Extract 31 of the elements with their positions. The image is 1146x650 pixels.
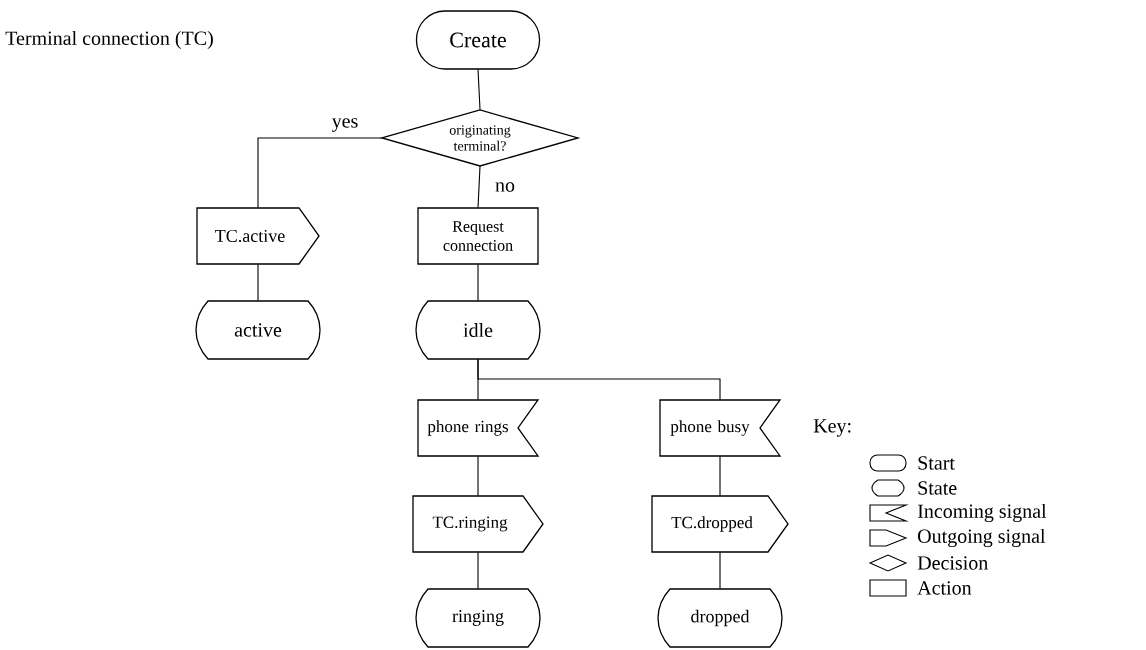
state-box: idle	[415, 300, 541, 360]
connector-line	[719, 551, 721, 590]
outgoing-signal: TC.active	[196, 207, 320, 265]
state-box: active	[195, 300, 321, 360]
legend-text: Outgoing signal	[918, 528, 1046, 548]
diagram-title: Terminal connection (TC)	[5, 30, 213, 50]
legend-text: State	[918, 481, 957, 495]
connector-line	[257, 137, 383, 209]
edge-label: no	[494, 181, 516, 193]
state-box: ringing	[415, 588, 541, 648]
state-box: dropped	[657, 588, 783, 648]
process-box: Request connection	[417, 207, 539, 265]
connector-line	[477, 551, 479, 590]
outgoing-signal: TC.ringing	[412, 495, 544, 553]
key-heading: Key:	[813, 419, 851, 437]
incoming-signal: phone rings	[417, 399, 540, 457]
connector-line	[477, 263, 479, 302]
edge-label: yes	[330, 117, 360, 133]
legend-text: Start	[918, 456, 955, 470]
connector-line	[477, 455, 479, 497]
start-terminator: Create	[415, 10, 541, 70]
outgoing-signal: TC.dropped	[651, 495, 789, 553]
legend-text: Decision	[917, 556, 988, 570]
connector-line	[719, 455, 721, 497]
incoming-signal: phone busy	[659, 399, 782, 457]
legend-text: Action	[917, 581, 972, 595]
connector-line	[257, 263, 259, 302]
connector-line	[477, 358, 721, 401]
connector-line	[477, 165, 481, 209]
connector-line	[477, 68, 481, 111]
legend-text: Incoming signal	[917, 503, 1047, 523]
